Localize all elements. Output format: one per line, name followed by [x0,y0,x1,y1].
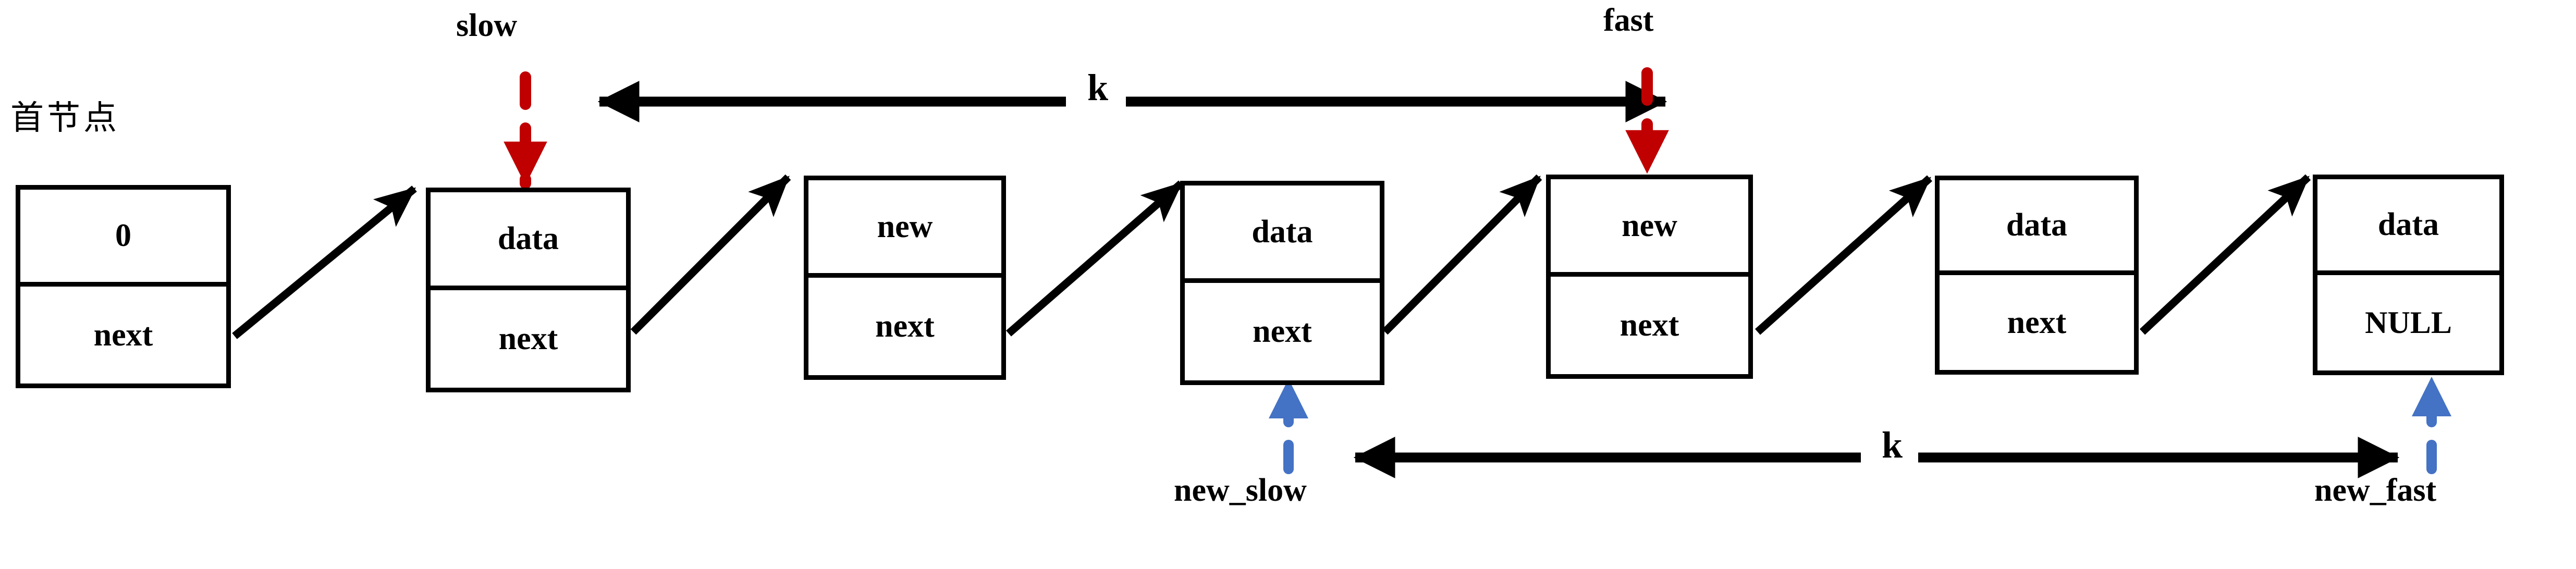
node-data-cell: data [1940,180,2134,275]
node-data-cell: new [808,180,1001,278]
page-title: 首节点 [10,99,120,138]
list-node[interactable]: data next [1935,176,2139,375]
list-node[interactable]: new next [1546,175,1753,379]
list-node[interactable]: data next [426,188,631,392]
span-top-label-k: k [1083,69,1113,106]
connector-node5-node6 [1755,175,1932,335]
node-next-cell: next [1940,275,2134,370]
node-next-cell: NULL [2317,275,2499,370]
pointer-label-fast: fast [1603,3,1654,38]
connector-node4-node5 [1382,174,1542,335]
node-data-cell: 0 [20,190,226,287]
list-node[interactable]: new next [804,176,1006,380]
node-next-cell: next [808,278,1001,375]
node-next-cell: next [1551,277,1748,374]
span-bottom-label-k: k [1878,426,1907,464]
list-node[interactable]: 0 next [16,185,231,388]
connector-node3-node4 [1006,180,1184,337]
pointer-label-slow: slow [456,8,518,43]
node-data-cell: data [1185,185,1380,283]
node-data-cell: data [431,192,626,290]
node-next-cell: next [20,287,226,384]
node-next-cell: next [431,290,626,388]
node-data-cell: data [2317,179,2499,275]
list-node[interactable]: data next [1180,181,1384,385]
list-node[interactable]: data NULL [2313,175,2504,375]
pointer-label-new-fast: new_fast [2314,473,2437,508]
node-next-cell: next [1185,283,1380,380]
connector-node1-node2 [232,185,417,339]
connector-node2-node3 [630,174,791,335]
pointer-label-new-slow: new_slow [1174,473,1307,508]
node-data-cell: new [1551,179,1748,277]
connector-node6-node7 [2139,174,2311,335]
